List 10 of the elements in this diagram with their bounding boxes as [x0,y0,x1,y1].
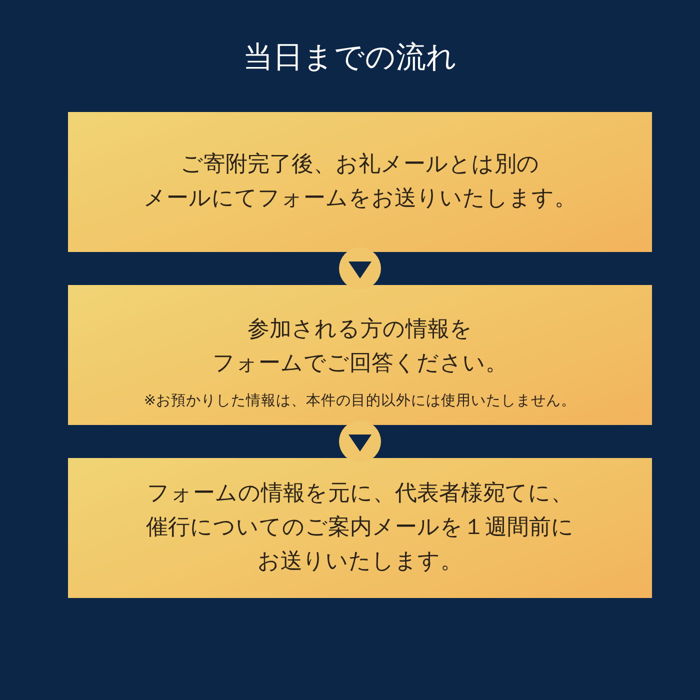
step-text: フォームの情報を元に、代表者様宛てに、催行についてのご案内メールを１週間前にお送りいたします。 [145,480,575,576]
step-box [68,285,652,425]
step-text: 参加される方の情報をフォームでご回答ください。 [212,316,508,378]
arrow [339,248,381,290]
step-box [68,458,652,598]
note-text: ※お預かりした情報は、本件の目的以外には使用いたしません。 [144,392,576,411]
title: 当日までの流れ [243,39,457,77]
step-text: ご寄附完了後、お礼メールとは別のメールにてフォームをお送りいたします。 [142,151,578,213]
step-box [68,112,652,252]
arrow [339,420,381,462]
